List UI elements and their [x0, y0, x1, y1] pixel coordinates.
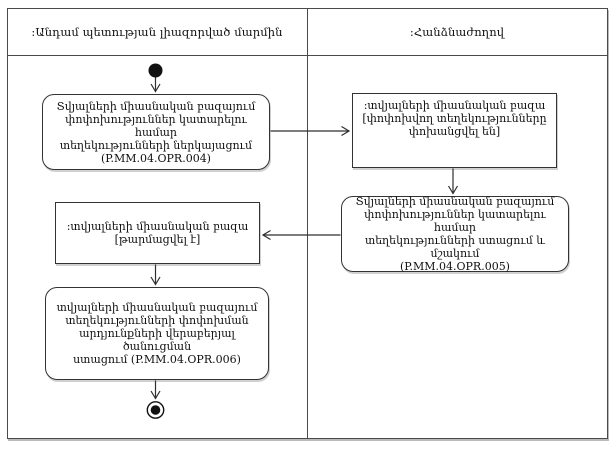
action-node-opr006: տվյալների միասնական բազայում տեղեկությու… [45, 287, 269, 380]
action-node-opr005: Տվյալների միասնական բազայում փոփոխությու… [341, 195, 569, 273]
swimlane-divider [307, 8, 308, 438]
object-node-updated: :տվյալների միասնական բազա [թարմացվել է] [55, 202, 260, 264]
lane-title-authorized-body: :Անդամ պետության լիազորված մարմին [31, 24, 283, 39]
lane-title-commission: :Հանձնաժողով [409, 24, 505, 39]
object-node-transferred: :տվյալների միասնական բազա [փոփոխվող տեղե… [352, 93, 557, 168]
action-node-opr004: Տվյալների միասնական բազայում փոփոխությու… [42, 94, 270, 170]
